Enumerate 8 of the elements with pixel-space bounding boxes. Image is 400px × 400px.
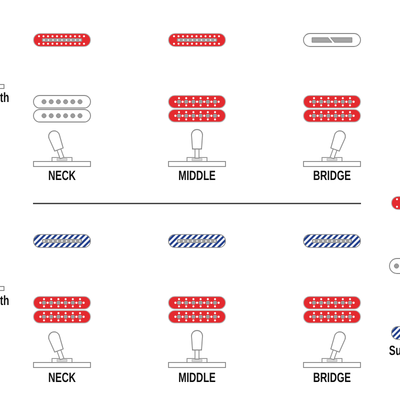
side-label: th <box>0 91 10 105</box>
side-label: th <box>0 294 10 308</box>
position-label: NECK <box>48 371 76 385</box>
position-label: MIDDLE <box>178 371 216 385</box>
position-label: MIDDLE <box>178 169 216 183</box>
position-label: BRIDGE <box>313 169 351 183</box>
position-label: NECK <box>48 169 76 183</box>
position-label: BRIDGE <box>313 371 351 385</box>
